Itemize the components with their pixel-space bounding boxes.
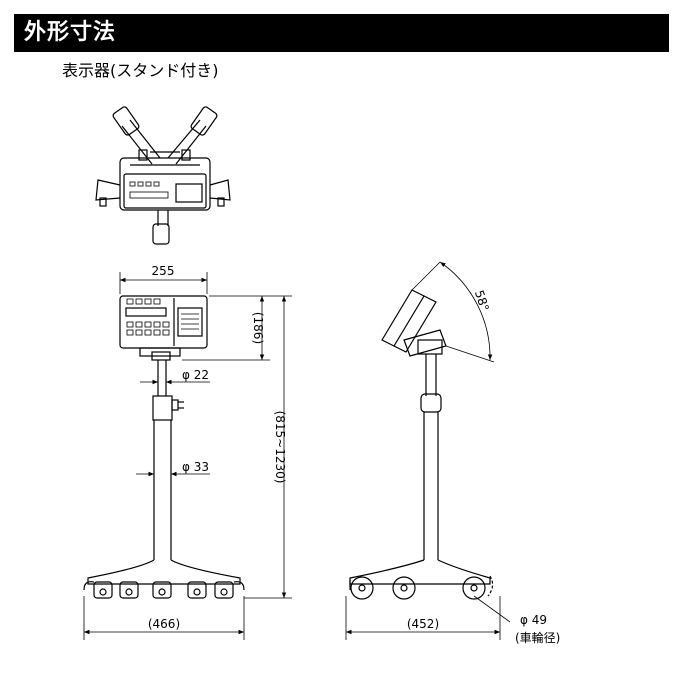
dim-tilt-angle: 58° — [472, 288, 492, 313]
dim-width-display: 255 — [152, 264, 175, 278]
dim-wheel-dia-note: (車輪径) — [515, 630, 560, 645]
dim-wheel-dia: φ 49 — [520, 613, 547, 627]
dim-base-width-side: (452) — [407, 617, 439, 631]
front-dimensions — [83, 272, 292, 640]
front-view — [83, 295, 245, 599]
header-bar: 外形寸法 — [14, 14, 669, 52]
dim-pole-upper-dia: φ 22 — [182, 368, 209, 382]
dim-pole-lower-dia: φ 33 — [182, 460, 209, 474]
page-title: 外形寸法 — [24, 20, 117, 45]
front-wheels — [83, 581, 245, 599]
drawing-subtitle: 表示器(スタンド付き) — [62, 61, 219, 80]
dim-height-display: (186) — [251, 312, 265, 344]
top-view — [95, 106, 231, 245]
side-wheels — [349, 575, 494, 600]
dim-height-range: (815~1230) — [273, 411, 287, 484]
side-view — [349, 289, 494, 600]
dim-base-width-front: (466) — [148, 617, 180, 631]
side-dimensions — [345, 261, 511, 640]
tilted-display — [381, 289, 425, 347]
